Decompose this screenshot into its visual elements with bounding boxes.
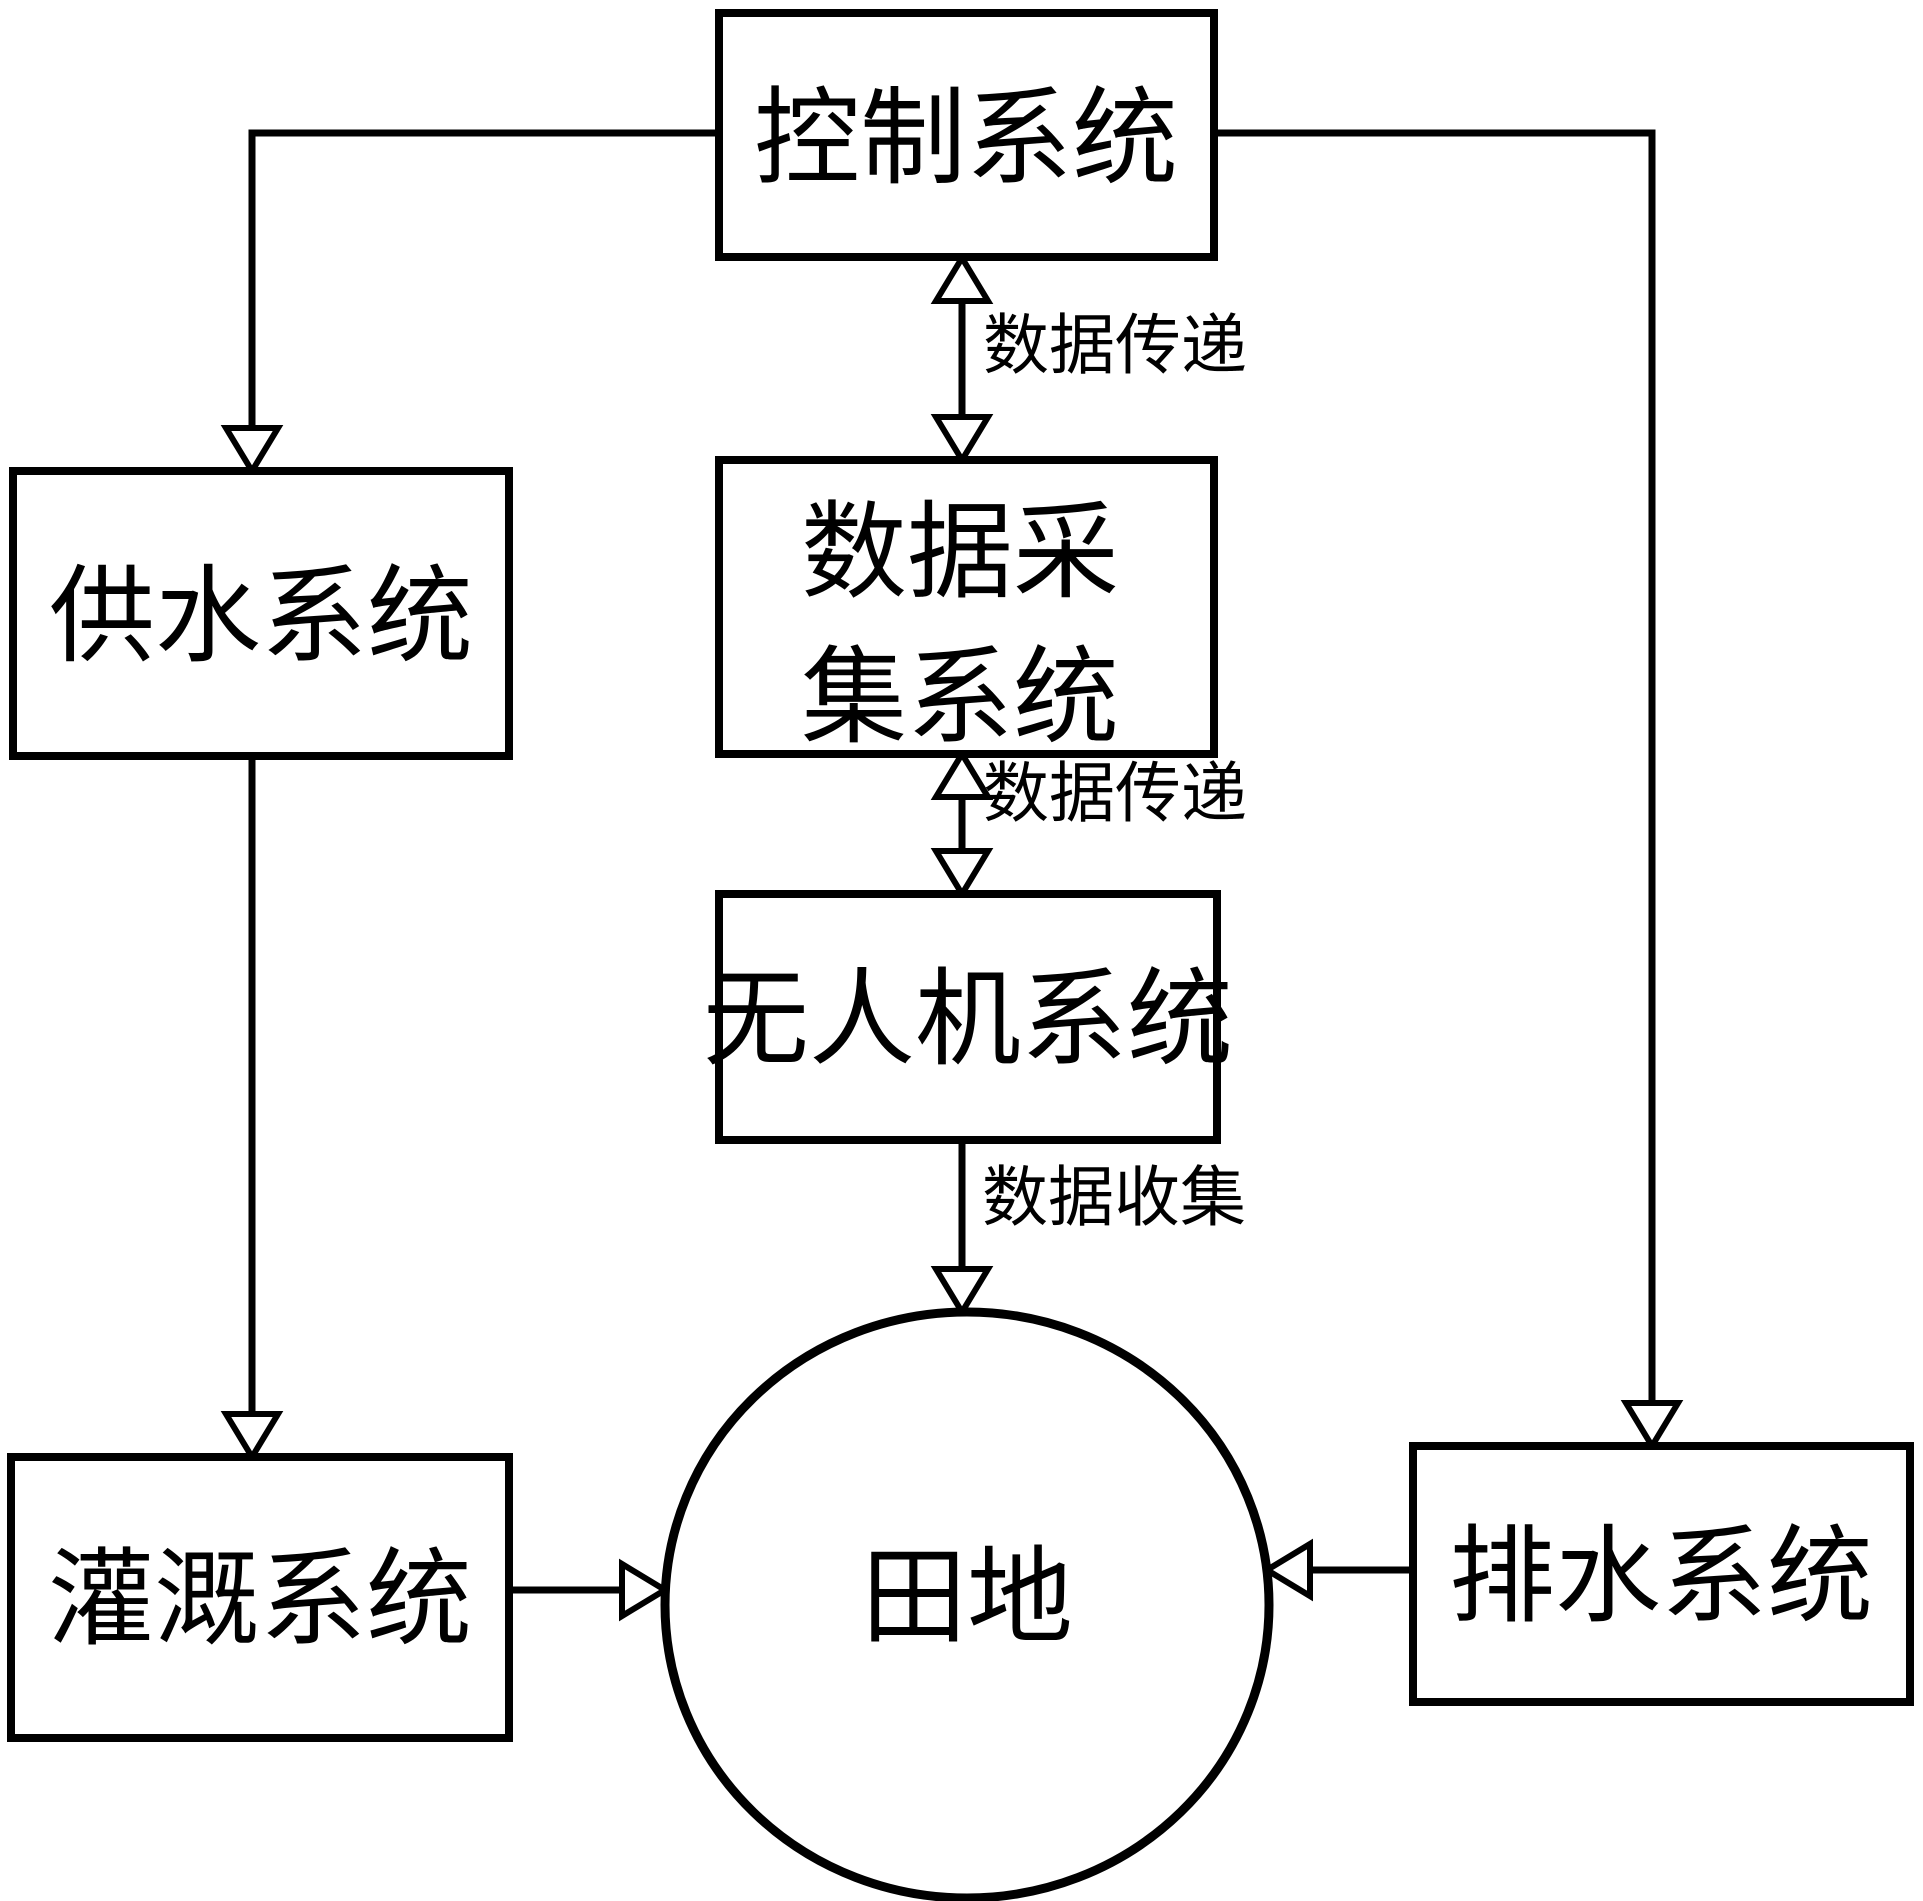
arrowheads bbox=[220, 252, 1684, 1622]
water-supply-system-label: 供水系统 bbox=[49, 559, 473, 676]
field-label: 田地 bbox=[861, 1540, 1073, 1657]
arrowhead-into-dataacq-top bbox=[930, 414, 994, 466]
connector-lines bbox=[248, 129, 1656, 1594]
arrowhead-into-control bbox=[930, 252, 994, 304]
box-water-supply-system bbox=[9, 467, 513, 760]
control-system-label: 控制系统 bbox=[754, 81, 1178, 198]
edge-control-to-drainage bbox=[1214, 129, 1656, 1442]
arrowhead-into-field-left bbox=[619, 1558, 671, 1622]
box-irrigation-system bbox=[7, 1453, 513, 1742]
arrowhead-into-dataacq-bottom bbox=[930, 748, 994, 800]
data-acquisition-label-line1: 数据采 bbox=[801, 495, 1119, 612]
edge-label-data-transfer-2: 数据传递 bbox=[983, 758, 1247, 831]
box-drone-system bbox=[715, 890, 1221, 1144]
arrowhead-into-drone bbox=[930, 848, 994, 900]
arrowhead-into-irrigation bbox=[220, 1411, 284, 1463]
circle-field bbox=[660, 1307, 1274, 1901]
irrigation-system-label: 灌溉系统 bbox=[48, 1542, 472, 1659]
arrowhead-into-field-right bbox=[1261, 1538, 1313, 1602]
drone-system-label: 无人机系统 bbox=[703, 962, 1233, 1079]
edge-control-to-watersupply bbox=[248, 129, 719, 467]
drainage-system-label: 排水系统 bbox=[1449, 1519, 1873, 1636]
edge-labels: 数据传递 数据传递 数据收集 bbox=[982, 310, 1247, 1235]
box-control-system bbox=[715, 9, 1218, 261]
edge-label-data-transfer-1: 数据传递 bbox=[983, 310, 1247, 383]
arrowhead-into-drainage bbox=[1620, 1400, 1684, 1452]
data-acquisition-label-line2: 集系统 bbox=[801, 640, 1119, 757]
node-labels: 控制系统 供水系统 数据采 集系统 无人机系统 灌溉系统 排水系统 田地 bbox=[48, 81, 1873, 1659]
box-data-acquisition-system bbox=[715, 456, 1218, 758]
box-drainage-system bbox=[1409, 1442, 1914, 1706]
nodes bbox=[7, 9, 1914, 1901]
arrowhead-into-watersupply bbox=[220, 425, 284, 477]
edge-label-data-collection: 数据收集 bbox=[982, 1162, 1246, 1235]
arrowhead-into-field-top bbox=[930, 1266, 994, 1318]
